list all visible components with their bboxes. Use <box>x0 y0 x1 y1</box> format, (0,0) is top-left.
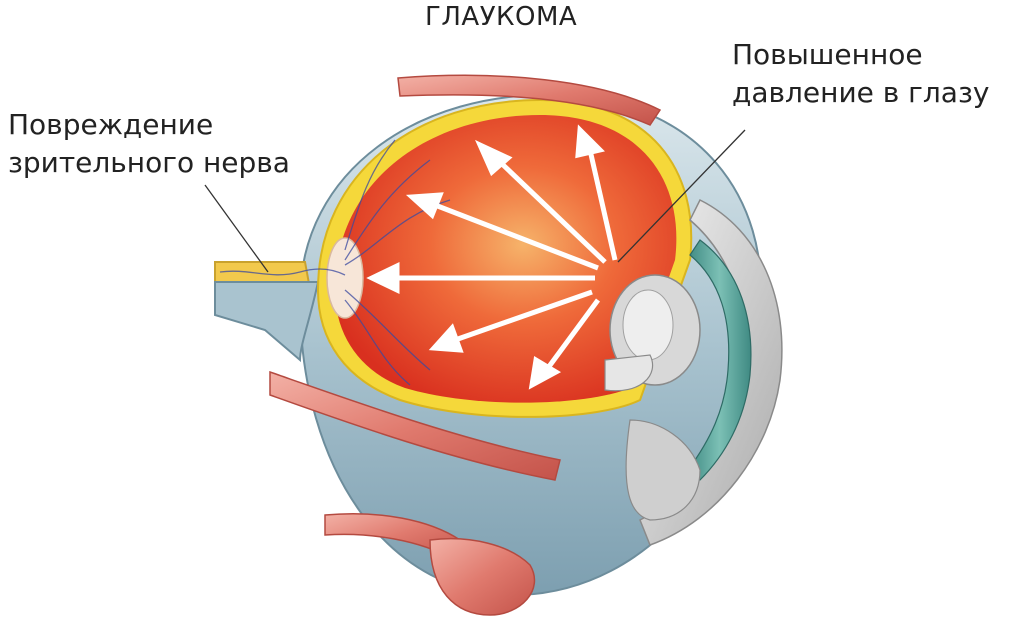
lens-inner <box>622 289 674 361</box>
pressure-label-line-1: Повышенное <box>732 38 923 71</box>
optic-label-line-2: зрительного нерва <box>8 146 290 179</box>
superior-muscle <box>397 74 662 126</box>
pressure-arrows <box>366 124 618 390</box>
bottom-muscle <box>429 537 536 616</box>
optic-label-line-1: Повреждение <box>8 108 214 141</box>
page-title: ГЛАУКОМА <box>425 2 578 32</box>
lens-front <box>604 354 654 392</box>
pressure-leader-line <box>617 129 746 263</box>
iris-ciliary <box>625 419 701 521</box>
optic-leader-line <box>204 184 269 273</box>
increased-pressure-label: Повышенное давление в глазу <box>732 36 989 112</box>
optic-nerve-sheath <box>214 281 320 363</box>
pressure-label-line-2: давление в глазу <box>732 76 990 109</box>
optic-nerve-damage-label: Повреждение зрительного нерва <box>8 106 290 182</box>
inferior-muscle <box>269 370 561 481</box>
vitreous-chamber <box>335 115 677 403</box>
